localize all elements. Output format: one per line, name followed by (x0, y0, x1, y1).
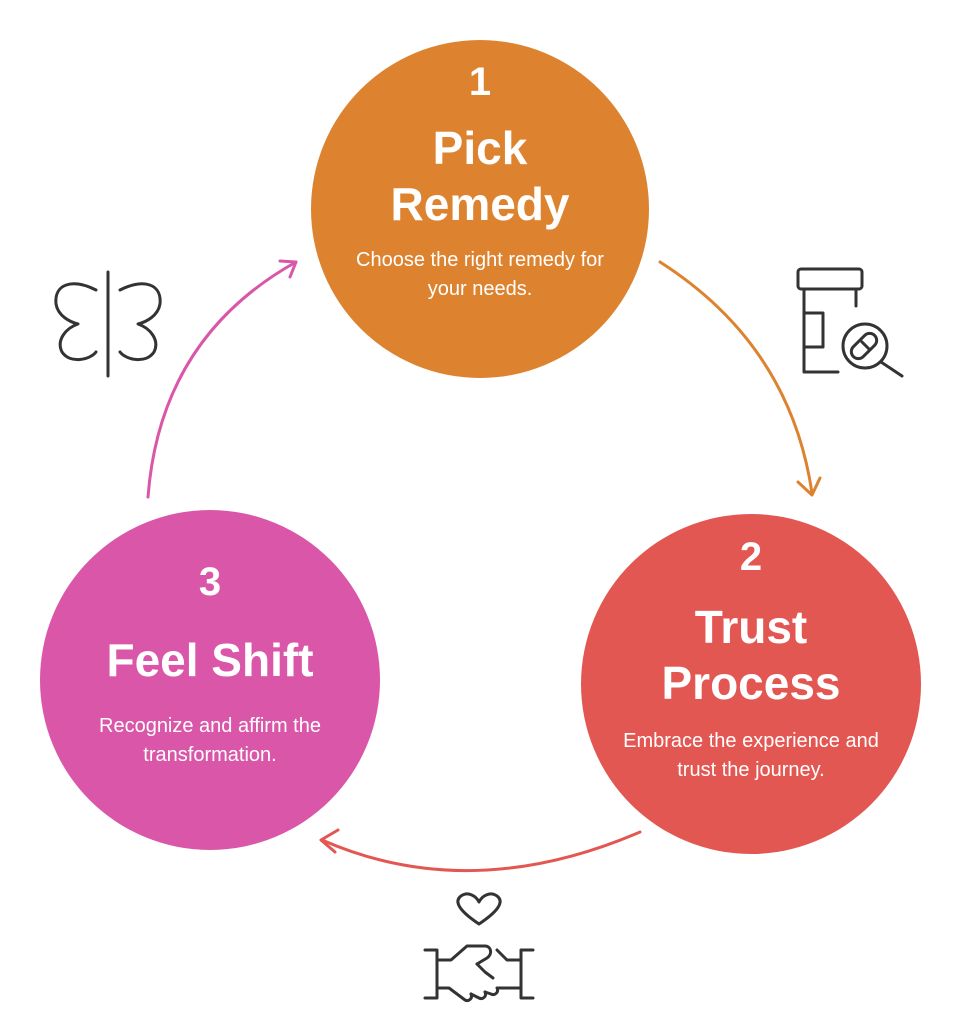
arrowhead-step3 (319, 828, 340, 854)
pill-bottle-search-icon (793, 266, 909, 382)
arrow-step2-to-step3 (320, 830, 642, 873)
arrowhead-step1 (278, 259, 298, 279)
step-3-circle: 3 Feel Shift Recognize and affirm the tr… (40, 510, 380, 850)
step-description: Choose the right remedy for your needs. (356, 249, 604, 300)
step-number: 3 (198, 560, 222, 604)
step-2-circle: 2 Trust Process Embrace the experience a… (581, 514, 921, 854)
butterfly-icon (52, 268, 164, 380)
arrow-step3-to-step1 (146, 260, 298, 499)
step-title: Feel Shift (106, 634, 314, 686)
arrowhead-step2 (796, 476, 822, 497)
step-number: 1 (468, 60, 492, 104)
arrow-step1-to-step2 (658, 260, 814, 495)
step-number: 2 (739, 535, 763, 579)
step-title: Pick Remedy (390, 122, 570, 230)
step-1-circle: 1 Pick Remedy Choose the right remedy fo… (311, 40, 649, 378)
step-description: Embrace the experience and trust the jou… (623, 730, 879, 781)
heart-handshake-icon (421, 888, 537, 1004)
step-title: Trust Process (661, 601, 841, 709)
step-description: Recognize and affirm the transformation. (99, 715, 321, 766)
